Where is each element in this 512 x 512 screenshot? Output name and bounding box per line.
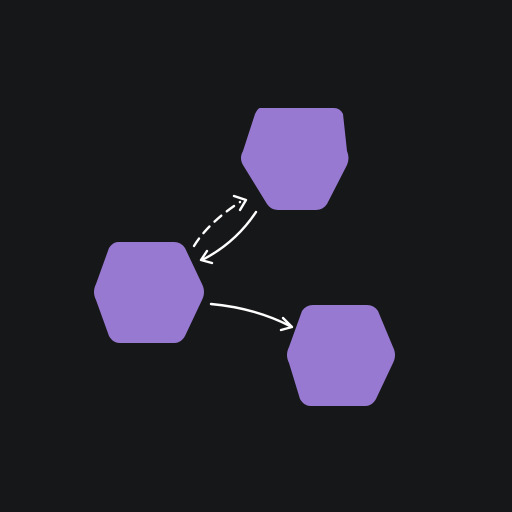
solid-edge-top-to-left (202, 210, 258, 261)
hexagon-node-left[interactable] (94, 242, 204, 343)
hexagon-node-bottom-right[interactable] (287, 305, 395, 406)
dashed-edge-left-to-top (192, 200, 242, 248)
solid-edge-left-to-bottom (209, 302, 292, 328)
hexagon-node-top-right[interactable] (241, 108, 349, 210)
dashed-edge-arrowhead (232, 194, 248, 212)
solid-edge-arrowhead-left (199, 249, 214, 265)
solid-edge-arrowhead-bottom (279, 316, 294, 332)
